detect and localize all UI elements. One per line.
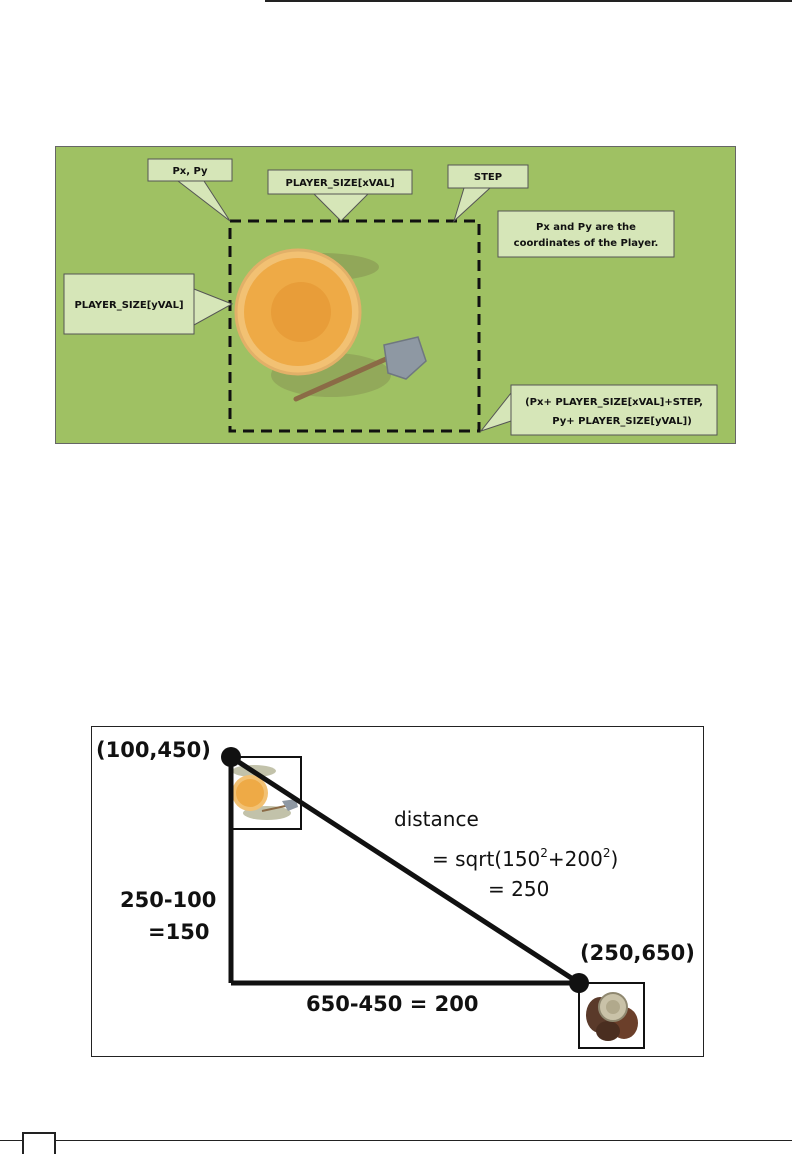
label-vertical-line2: =150 bbox=[148, 920, 209, 944]
label-result: = 250 bbox=[488, 877, 549, 901]
label-distance: distance bbox=[394, 807, 479, 831]
label-note-line1: Px and Py are the bbox=[536, 222, 636, 233]
callout-player-size-x: PLAYER_SIZE[xVAL] bbox=[267, 169, 413, 222]
label-player-size-y: PLAYER_SIZE[yVAL] bbox=[74, 300, 183, 311]
player-bounds-figure: Px, Py PLAYER_SIZE[xVAL] STEP Px and Py … bbox=[55, 146, 736, 444]
callout-px-py: Px, Py bbox=[147, 158, 233, 222]
page-number-box bbox=[22, 1132, 56, 1154]
distance-figure: (100,450) (250,650) distance = sqrt(1502… bbox=[91, 726, 704, 1057]
top-rule bbox=[265, 0, 792, 2]
label-point-a: (100,450) bbox=[96, 738, 211, 762]
callout-player-size-y: PLAYER_SIZE[yVAL] bbox=[63, 273, 234, 335]
bounding-box bbox=[228, 219, 481, 433]
point-b-dot bbox=[569, 973, 589, 993]
coins-icon bbox=[586, 992, 638, 1041]
player-sprite bbox=[234, 248, 362, 376]
label-player-size-x: PLAYER_SIZE[xVAL] bbox=[285, 178, 394, 189]
label-corner-line1: (Px+ PLAYER_SIZE[xVAL]+STEP, bbox=[525, 397, 703, 408]
callout-note: Px and Py are the coordinates of the Pla… bbox=[497, 210, 675, 258]
callout-step: STEP bbox=[447, 164, 529, 223]
label-point-b: (250,650) bbox=[580, 941, 695, 965]
label-vertical-line1: 250-100 bbox=[120, 888, 216, 912]
callout-corner: (Px+ PLAYER_SIZE[xVAL]+STEP, Py+ PLAYER_… bbox=[479, 384, 718, 436]
label-corner-line2: Py+ PLAYER_SIZE[yVAL]) bbox=[552, 416, 692, 427]
bottom-rule bbox=[0, 1140, 792, 1141]
label-note-line2: coordinates of the Player. bbox=[514, 238, 659, 249]
label-formula: = sqrt(1502+2002) bbox=[432, 846, 618, 871]
hypotenuse bbox=[229, 754, 581, 986]
label-step: STEP bbox=[474, 172, 502, 183]
distance-svg: (100,450) (250,650) distance = sqrt(1502… bbox=[96, 738, 695, 1049]
label-px-py: Px, Py bbox=[172, 166, 208, 177]
player-bounds-svg: Px, Py PLAYER_SIZE[xVAL] STEP Px and Py … bbox=[63, 158, 718, 436]
label-horizontal: 650-450 = 200 bbox=[306, 992, 478, 1016]
shovel-icon bbox=[293, 336, 427, 402]
player-sprite-small bbox=[232, 765, 298, 820]
point-a-dot bbox=[221, 747, 241, 767]
